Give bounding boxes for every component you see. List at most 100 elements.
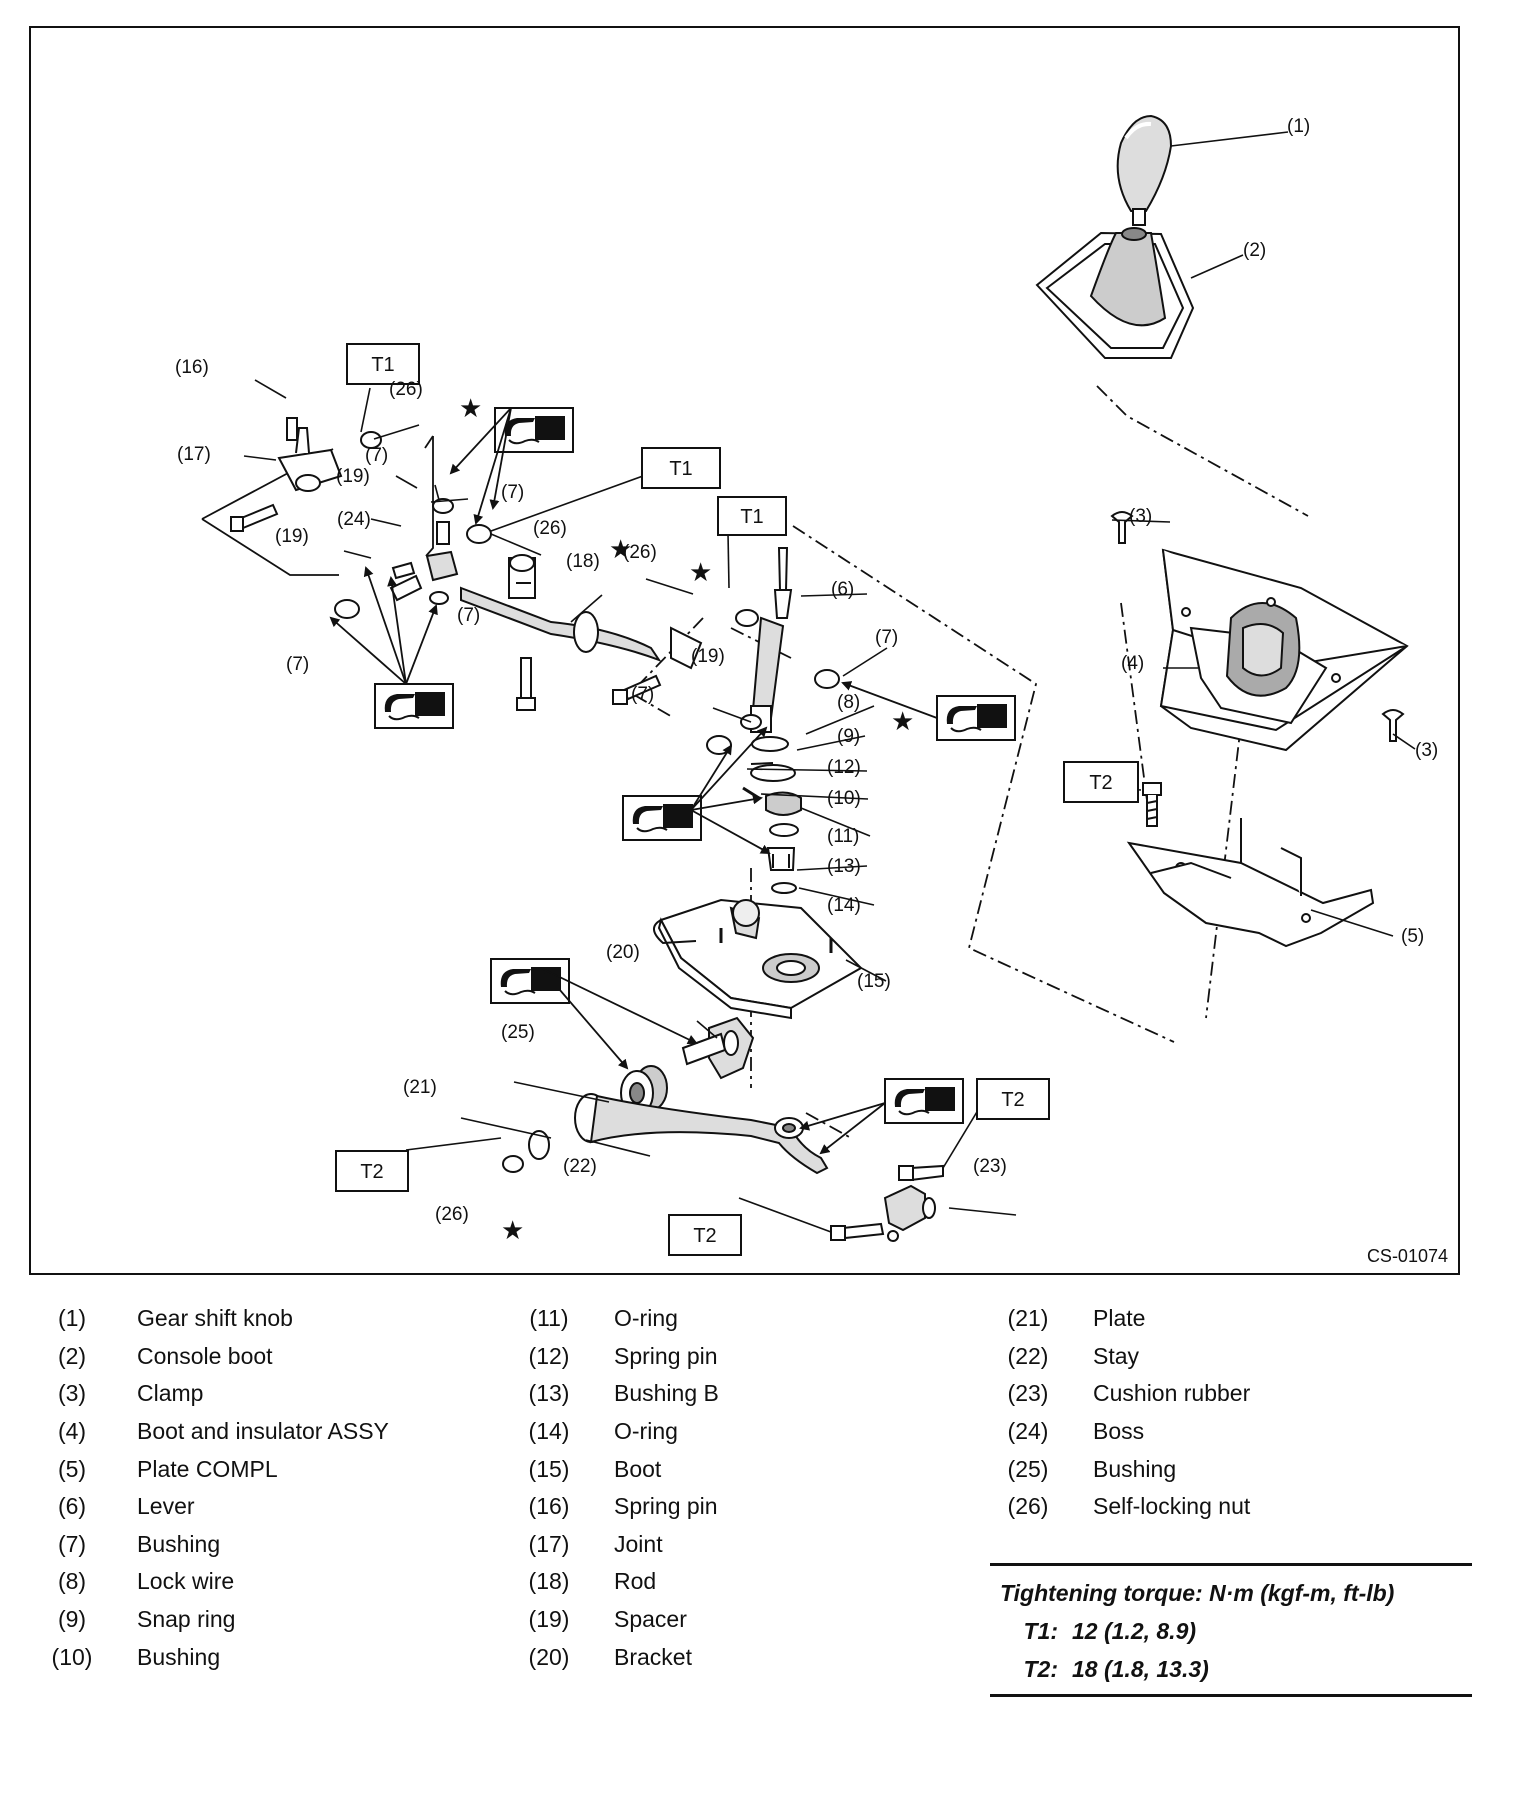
- callout-26: (26): [623, 542, 657, 563]
- exploded-diagram: ★ ★ ★ ★ ★: [175, 114, 1438, 1256]
- legend-part-name: Clamp: [137, 1380, 204, 1407]
- legend-part-name: Console boot: [137, 1342, 273, 1369]
- callout-5: (5): [1401, 926, 1424, 947]
- legend-item: (25) Bushing: [993, 1450, 1250, 1488]
- boss-24: [389, 498, 459, 605]
- svg-text:T2: T2: [360, 1161, 383, 1183]
- legend-item: (19)Spacer: [514, 1601, 719, 1639]
- legend-item: (4)Boot and insulator ASSY: [37, 1413, 389, 1451]
- callout-8: (8): [837, 692, 860, 713]
- torque-row-t2: T2: 18 (1.8, 13.3): [990, 1650, 1472, 1688]
- callout-1: (1): [1287, 116, 1310, 137]
- grease-arrows: [329, 407, 938, 1155]
- legend-number: (17): [528, 1530, 570, 1557]
- callout-26: (26): [435, 1204, 469, 1225]
- legend-item: (7)Bushing: [37, 1526, 389, 1564]
- legend-item: (24)Boss: [993, 1413, 1250, 1451]
- callout-24: (24): [337, 509, 371, 530]
- callout-18: (18): [566, 551, 600, 572]
- legend-part-name: Bushing: [1093, 1455, 1177, 1482]
- callout-10: (10): [827, 788, 861, 809]
- callout-22: (22): [563, 1156, 597, 1177]
- legend-item: (1) Gear shift knob: [37, 1300, 389, 1338]
- legend-part-name: Lever: [137, 1493, 195, 1520]
- exploded-diagram-frame: ★ ★ ★ ★ ★: [29, 26, 1460, 1275]
- gear-shift-knob: [1116, 114, 1173, 226]
- legend-part-name: Lock wire: [137, 1568, 235, 1595]
- legend-part-name: Snap ring: [137, 1606, 236, 1633]
- legend-item: (10)Bushing: [37, 1638, 389, 1676]
- callout-7: (7): [286, 654, 309, 675]
- legend-part-name: O-ring: [614, 1418, 678, 1445]
- torque-title: Tightening torque: N·m (kgf-m, ft-lb): [1000, 1579, 1395, 1606]
- cushion-rubber-23: [830, 1164, 944, 1242]
- legend-item: (20)Bracket: [514, 1638, 719, 1676]
- legend-item: (22)Stay: [993, 1338, 1250, 1376]
- legend-item: (8)Lock wire: [37, 1563, 389, 1601]
- callout-7: (7): [501, 482, 524, 503]
- legend-part-name: Gear shift knob: [137, 1305, 293, 1332]
- legend-part-name: Spring pin: [614, 1493, 718, 1520]
- torque-box: T1 T1 T1 T2 T2 T2 T2: [335, 343, 1139, 1256]
- plate-21: [528, 1130, 550, 1160]
- leader-lines: [243, 131, 1416, 1216]
- svg-text:T2: T2: [1089, 772, 1112, 794]
- legend-part-name: O-ring: [614, 1305, 678, 1332]
- star-icon: ★ ★ ★ ★ ★: [459, 394, 914, 1246]
- callout-14: (14): [827, 895, 861, 916]
- legend-part-name: Plate COMPL: [137, 1455, 278, 1482]
- callout-11: (11): [827, 826, 859, 847]
- callout-4: (4): [1121, 653, 1144, 674]
- bracket-20: [681, 1016, 755, 1080]
- callout-2: (2): [1243, 240, 1266, 261]
- svg-text:T1: T1: [740, 506, 763, 528]
- callout-7: (7): [631, 684, 654, 705]
- legend-part-name: Joint: [614, 1530, 663, 1557]
- legend-item: (18)Rod: [514, 1563, 719, 1601]
- legend-part-name: Bushing B: [614, 1380, 719, 1407]
- legend-number: (12): [528, 1342, 570, 1369]
- legend-part-name: Boot: [614, 1455, 662, 1482]
- svg-text:★: ★: [609, 535, 632, 565]
- legend-item: (16) Spring pin: [514, 1488, 719, 1526]
- svg-text:★: ★: [891, 707, 914, 737]
- callout-16: (16): [175, 357, 209, 378]
- legend-column-2: (11)O-ring(12)Spring pin(13)Bushing B(14…: [514, 1300, 719, 1676]
- callout-13: (13): [827, 856, 861, 877]
- callout-23: (23): [973, 1156, 1007, 1177]
- callout-15: (15): [857, 971, 891, 992]
- legend-number: (25): [1007, 1455, 1049, 1482]
- legend-item: (3) Clamp: [37, 1375, 389, 1413]
- legend-number: (13): [528, 1380, 570, 1407]
- callout-labels: (1) (2) (3) (3) (4) (5) (6) (7) (7) (7) …: [175, 116, 1438, 1225]
- legend-number: (3): [57, 1380, 87, 1407]
- shift-housing-boot: [653, 898, 863, 1020]
- legend-number: (22): [1007, 1342, 1049, 1369]
- callout-3: (3): [1129, 506, 1152, 527]
- legend-item: (9)Snap ring: [37, 1601, 389, 1639]
- callout-7: (7): [457, 605, 480, 626]
- callout-7: (7): [875, 627, 898, 648]
- legend-item: (11)O-ring: [514, 1300, 719, 1338]
- legend-part-name: Bracket: [614, 1643, 692, 1670]
- bolts: [230, 417, 662, 711]
- callout-26: (26): [389, 379, 423, 400]
- legend-number: (2): [57, 1342, 87, 1369]
- legend-number: (1): [57, 1305, 87, 1332]
- legend-number: (16): [528, 1493, 570, 1520]
- stay-22: [574, 1093, 829, 1175]
- legend-part-name: Boss: [1093, 1418, 1145, 1445]
- svg-text:T1: T1: [371, 354, 394, 376]
- grease-icon: [374, 407, 1016, 1124]
- legend-item: (5)Plate COMPL: [37, 1450, 389, 1488]
- legend-item: (21)Plate: [993, 1300, 1250, 1338]
- legend-part-name: Bushing: [137, 1530, 221, 1557]
- legend-item: (2) Console boot: [37, 1338, 389, 1376]
- legend-part-name: Self-locking nut: [1093, 1493, 1251, 1520]
- boot-insulator-assy: [1159, 548, 1409, 752]
- plate-bolt: [1142, 782, 1162, 827]
- legend-number: (10): [51, 1643, 93, 1670]
- svg-text:T2: T2: [1001, 1089, 1024, 1111]
- legend-item: (12)Spring pin: [514, 1338, 719, 1376]
- legend-number: (4): [57, 1418, 87, 1445]
